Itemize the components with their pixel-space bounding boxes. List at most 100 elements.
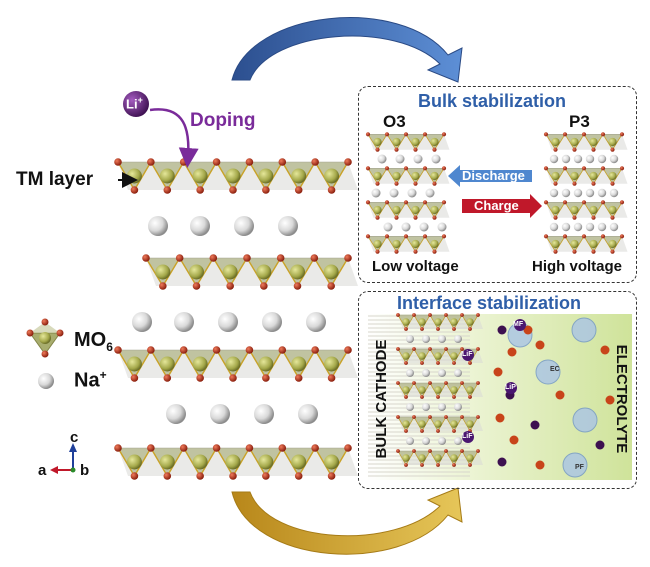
oxygen-atom: [562, 132, 568, 137]
bulk-panel-title: Bulk stabilization: [418, 91, 567, 111]
metal-atom: [126, 168, 142, 184]
oxygen-atom: [245, 346, 254, 354]
oxygen-atom: [610, 181, 615, 186]
bond: [314, 161, 333, 191]
interface-small-label-4: LiP: [505, 384, 516, 391]
tm-octahedral-layer: [396, 415, 483, 433]
bond: [421, 348, 431, 364]
bond: [564, 134, 575, 150]
discharge-arrow: [448, 165, 532, 187]
bond: [397, 348, 407, 364]
oxygen-atom: [412, 449, 416, 453]
oxygen-atom: [610, 249, 615, 254]
tm-octahedral-layer: [543, 234, 628, 254]
oxygen-atom: [436, 429, 440, 433]
bond: [413, 348, 423, 364]
oxygen-atom: [396, 449, 400, 453]
anion-particle: [600, 345, 610, 355]
oxygen-atom: [114, 444, 122, 452]
bond: [397, 314, 407, 330]
bond: [298, 161, 316, 191]
oxygen-atom: [422, 166, 428, 171]
bond: [397, 382, 407, 398]
bond: [564, 236, 575, 252]
oxygen-atom: [384, 234, 390, 239]
charge-label: Charge: [474, 198, 519, 213]
oxygen-atom: [229, 186, 237, 194]
oxygen-atom: [226, 282, 234, 290]
bond: [453, 416, 463, 432]
oxygen-atom: [610, 147, 615, 152]
bond: [421, 382, 431, 398]
oxygen-atom: [543, 200, 549, 205]
bond: [281, 161, 300, 191]
oxygen-atom: [375, 249, 380, 254]
sodium-ion: [585, 222, 595, 232]
oxygen-atom: [262, 374, 270, 382]
oxygen-atom: [619, 132, 625, 137]
solvated-ion: [535, 359, 561, 385]
oxygen-atom: [404, 395, 408, 399]
oxygen-atom: [403, 166, 409, 171]
anion-particle: [605, 395, 615, 405]
bond: [150, 349, 168, 379]
na-legend-label: Na+: [74, 368, 107, 392]
oxygen-atom: [468, 361, 472, 365]
bond: [248, 161, 267, 191]
anion-particle: [523, 325, 533, 335]
bond: [314, 447, 333, 477]
bond: [437, 382, 447, 398]
oxygen-atom: [114, 158, 122, 166]
bond: [396, 168, 407, 184]
bond: [330, 349, 349, 379]
bond: [574, 236, 585, 252]
oxygen-atom: [420, 361, 424, 365]
bond: [564, 202, 575, 218]
oxygen-atom: [229, 472, 237, 480]
anion-particle: [535, 460, 545, 470]
bond: [179, 257, 198, 287]
oxygen-atom: [581, 234, 587, 239]
oxygen-atom: [396, 415, 400, 419]
oxygen-atom: [147, 158, 155, 166]
oxygen-atom: [581, 166, 587, 171]
sodium-ion: [254, 404, 274, 424]
oxygen-atom: [212, 444, 221, 452]
discharge-label: Discharge: [462, 168, 525, 183]
bond: [117, 349, 136, 379]
interface-stabilization-panel: [358, 291, 637, 489]
bond: [367, 236, 378, 252]
oxygen-atom: [476, 381, 480, 385]
sodium-ion: [419, 222, 429, 232]
metal-atom: [192, 454, 208, 470]
metal-atom: [551, 205, 560, 215]
bulk-cathode-label: BULK CATHODE: [373, 339, 390, 459]
oxygen-atom: [436, 361, 440, 365]
sodium-ion: [561, 188, 571, 198]
oxygen-atom: [375, 215, 380, 220]
bond: [415, 168, 426, 184]
oxygen-atom: [444, 381, 448, 385]
bond: [330, 257, 349, 287]
sodium-ion: [406, 369, 414, 377]
bond: [602, 134, 613, 150]
bond: [377, 202, 388, 218]
bond: [265, 349, 283, 379]
bond: [367, 168, 378, 184]
oxygen-atom: [476, 313, 480, 317]
bond: [145, 257, 164, 287]
bond: [405, 348, 415, 364]
oxygen-atom: [452, 395, 456, 399]
metal-atom: [373, 137, 382, 147]
metal-atom: [373, 205, 382, 215]
bond: [405, 236, 416, 252]
oxygen-atom: [179, 158, 188, 166]
bond: [437, 416, 447, 432]
oxygen-atom: [327, 374, 336, 382]
bond: [434, 236, 445, 252]
metal-atom: [126, 454, 142, 470]
bond: [215, 161, 234, 191]
bond: [445, 314, 455, 330]
metal-atom: [159, 168, 175, 184]
